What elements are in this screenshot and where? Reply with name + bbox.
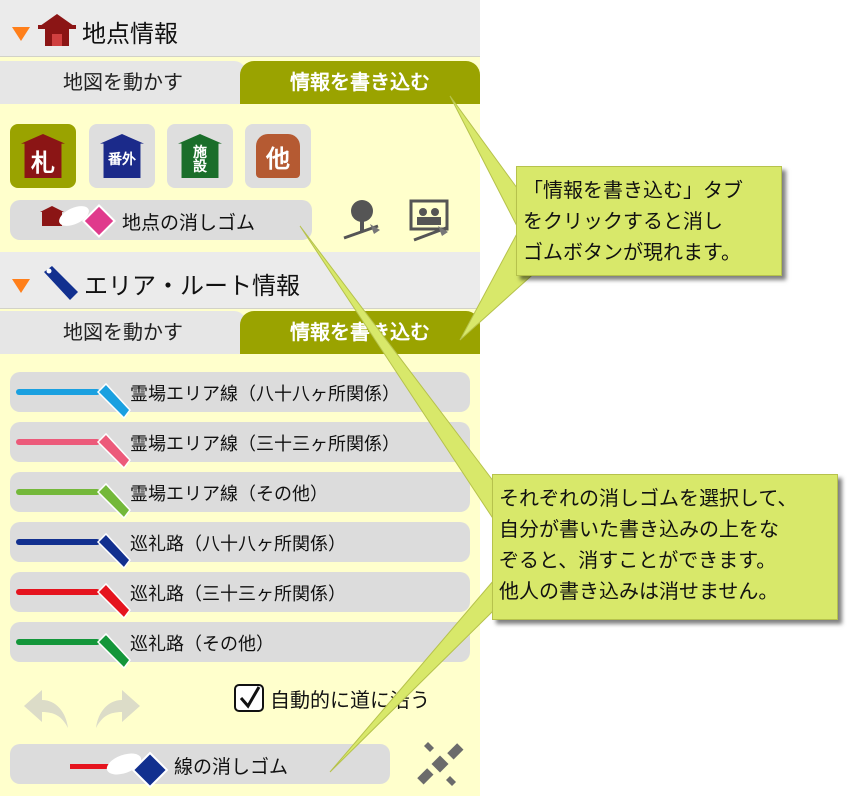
line-stroke bbox=[16, 389, 100, 395]
callout-line: 他人の書き込みは消せません。 bbox=[499, 579, 779, 603]
facility-icon: 施設 bbox=[178, 134, 222, 178]
temple-icon bbox=[38, 14, 76, 46]
callout-line: ぞると、消すことができます。 bbox=[499, 548, 777, 572]
callout-line: ゴムボタンが現れます。 bbox=[523, 240, 741, 264]
pen-icon bbox=[96, 582, 131, 620]
line-label: 霊場エリア線（八十八ヶ所関係） bbox=[130, 384, 400, 405]
callout-line: それぞれの消しゴムを選択して、 bbox=[499, 486, 798, 510]
pen-icon bbox=[96, 532, 131, 570]
category-bangai-button[interactable]: 番外 bbox=[89, 124, 155, 188]
area-info-title: エリア・ルート情報 bbox=[84, 272, 300, 300]
satellite-icon[interactable] bbox=[414, 738, 466, 790]
line-type-button[interactable]: 巡礼路（三十三ヶ所関係） bbox=[10, 572, 470, 620]
pen-icon bbox=[96, 382, 131, 420]
collapse-arrow-icon[interactable] bbox=[12, 279, 30, 293]
line-stroke bbox=[16, 539, 100, 545]
line-stroke bbox=[16, 589, 100, 595]
line-label: 霊場エリア線（三十三ヶ所関係） bbox=[130, 434, 400, 455]
side-panel: 地点情報 地図を動かす 情報を書き込む 札 番外 施設 他 地点の消しゴム bbox=[0, 0, 480, 796]
tab-write-info[interactable]: 情報を書き込む bbox=[240, 311, 480, 354]
checkmark-icon bbox=[239, 686, 261, 709]
point-info-title: 地点情報 bbox=[82, 20, 178, 48]
line-eraser-icon bbox=[70, 751, 169, 789]
area-info-header[interactable]: エリア・ルート情報 bbox=[0, 252, 480, 309]
pen-icon bbox=[96, 482, 131, 520]
photo-edit-icon[interactable] bbox=[408, 198, 452, 244]
point-eraser-icon bbox=[40, 204, 116, 238]
line-eraser-label: 線の消しゴム bbox=[174, 756, 289, 778]
callout-line: 自分が書いた書き込みの上をな bbox=[499, 517, 779, 541]
point-tabs: 地図を動かす 情報を書き込む bbox=[0, 61, 480, 104]
line-eraser-button[interactable]: 線の消しゴム bbox=[10, 744, 390, 789]
pen-icon bbox=[96, 632, 131, 670]
undo-icon[interactable] bbox=[20, 686, 72, 732]
tab-move-map[interactable]: 地図を動かす bbox=[0, 311, 246, 354]
line-type-button[interactable]: 霊場エリア線（三十三ヶ所関係） bbox=[10, 422, 470, 470]
pen-tag-icon bbox=[44, 266, 78, 300]
line-label: 巡礼路（八十八ヶ所関係） bbox=[130, 534, 346, 555]
collapse-arrow-icon[interactable] bbox=[12, 27, 30, 41]
line-type-button[interactable]: 霊場エリア線（八十八ヶ所関係） bbox=[10, 372, 470, 420]
point-eraser-button[interactable]: 地点の消しゴム bbox=[10, 200, 312, 240]
line-type-button[interactable]: 巡礼路（八十八ヶ所関係） bbox=[10, 522, 470, 570]
point-eraser-label: 地点の消しゴム bbox=[122, 212, 256, 234]
tab-callout: 「情報を書き込む」タブ をクリックすると消し ゴムボタンが現れます。 bbox=[516, 166, 782, 276]
pin-edit-icon[interactable] bbox=[340, 198, 384, 244]
line-type-button[interactable]: 巡礼路（その他） bbox=[10, 622, 470, 670]
line-stroke bbox=[16, 639, 100, 645]
redo-icon[interactable] bbox=[92, 686, 144, 732]
tab-write-info[interactable]: 情報を書き込む bbox=[240, 61, 480, 104]
line-stroke bbox=[16, 439, 100, 445]
bangai-icon: 番外 bbox=[100, 134, 144, 178]
line-label: 霊場エリア線（その他） bbox=[130, 484, 328, 505]
point-info-header[interactable]: 地点情報 bbox=[0, 0, 480, 57]
callout-line: 「情報を書き込む」タブ bbox=[523, 178, 743, 202]
follow-road-checkbox[interactable] bbox=[234, 684, 264, 712]
eraser-callout: それぞれの消しゴムを選択して、 自分が書いた書き込みの上をな ぞると、消すことが… bbox=[492, 474, 838, 620]
tab-move-map[interactable]: 地図を動かす bbox=[0, 61, 246, 104]
category-facility-button[interactable]: 施設 bbox=[167, 124, 233, 188]
callout-line: をクリックすると消し bbox=[523, 209, 723, 233]
line-label: 巡礼路（三十三ヶ所関係） bbox=[130, 584, 346, 605]
area-tabs: 地図を動かす 情報を書き込む bbox=[0, 311, 480, 354]
other-icon: 他 bbox=[256, 134, 300, 178]
category-fudasho-button[interactable]: 札 bbox=[10, 124, 76, 188]
fudasho-icon: 札 bbox=[21, 134, 65, 178]
category-other-button[interactable]: 他 bbox=[245, 124, 311, 188]
pen-icon bbox=[96, 432, 131, 470]
line-type-button[interactable]: 霊場エリア線（その他） bbox=[10, 472, 470, 520]
line-stroke bbox=[16, 489, 100, 495]
line-label: 巡礼路（その他） bbox=[130, 634, 274, 655]
